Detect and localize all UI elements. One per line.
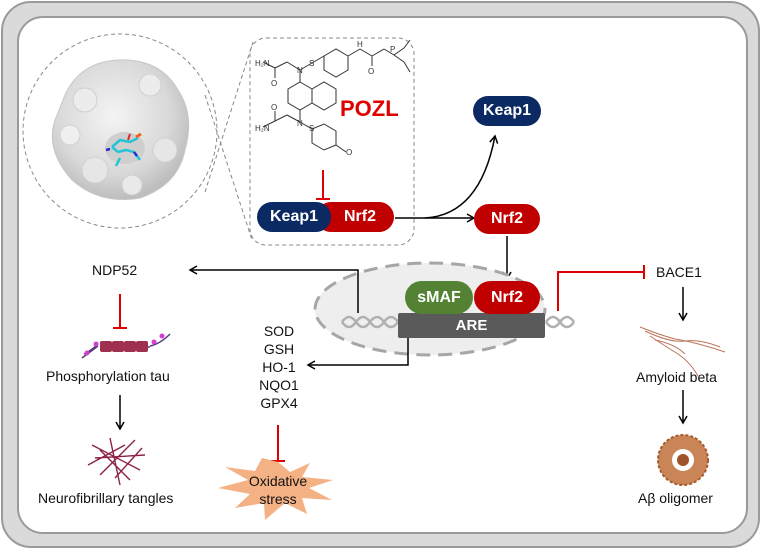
phosphorylated-tau-icon — [81, 333, 171, 359]
svg-text:P: P — [390, 45, 395, 54]
svg-text:N: N — [297, 66, 303, 75]
smaf-label: sMAF — [417, 288, 461, 306]
abeta-oligomer-label: Aβ oligomer — [638, 490, 713, 506]
oxidative-stress-burst — [218, 458, 333, 520]
complex-keap1-pill: Keap1 — [257, 202, 331, 232]
nucleus-nrf2-pill: Nrf2 — [474, 281, 540, 314]
amyloid-beta-label: Amyloid beta — [636, 369, 717, 385]
keap1-protein-surface-icon — [51, 59, 190, 201]
enzyme-gpx4: GPX4 — [260, 395, 298, 411]
smaf-pill: sMAF — [405, 281, 473, 314]
complex-nrf2-label: Nrf2 — [343, 208, 376, 225]
svg-text:S: S — [309, 124, 314, 133]
released-keap1-pill: Keap1 — [473, 96, 541, 126]
svg-text:H: H — [357, 40, 363, 49]
are-element: ARE — [398, 313, 545, 338]
svg-text:O: O — [271, 103, 277, 112]
pozl-label: POZL — [340, 96, 399, 121]
pozl-structure-icon — [262, 39, 411, 153]
complex-keap1-label: Keap1 — [269, 208, 319, 225]
oxidative-stress-line2: stress — [259, 491, 297, 507]
amyloid-beta-fibrils-icon — [639, 326, 726, 377]
svg-text:O: O — [346, 148, 352, 157]
dna-helix-icon — [340, 315, 576, 329]
enzyme-gsh: GSH — [263, 341, 295, 357]
neurofibrillary-tangles-icon — [87, 437, 146, 486]
nucleus-nrf2-label: Nrf2 — [490, 288, 523, 306]
svg-text:H₂N: H₂N — [255, 59, 270, 68]
svg-text:H₂N: H₂N — [255, 124, 270, 133]
compound-zoom-box — [249, 37, 415, 246]
released-nrf2-label: Nrf2 — [490, 210, 523, 227]
released-keap1-label: Keap1 — [482, 102, 532, 119]
enzyme-nqo1: NQO1 — [259, 377, 299, 393]
svg-text:S: S — [309, 59, 314, 68]
complex-nrf2-pill: Nrf2 — [316, 202, 394, 232]
phosphorylation-tau-label: Phosphorylation tau — [46, 368, 170, 384]
enzyme-ho-1: HO-1 — [262, 359, 296, 375]
bace1-label: BACE1 — [656, 264, 702, 280]
antioxidant-enzyme-list: SOD GSH HO-1 NQO1 GPX4 — [255, 322, 303, 412]
svg-text:O: O — [271, 79, 277, 88]
svg-text:O: O — [368, 67, 374, 76]
ndp52-label: NDP52 — [92, 262, 138, 278]
svg-text:N: N — [297, 119, 303, 128]
oxidative-stress-line1: Oxidative — [248, 473, 308, 489]
oxidative-stress-label: Oxidative stress — [238, 472, 318, 508]
enzyme-sod: SOD — [263, 323, 295, 339]
released-nrf2-pill: Nrf2 — [474, 204, 540, 234]
neurofibrillary-tangles-label: Neurofibrillary tangles — [38, 490, 174, 506]
abeta-oligomer-icon — [657, 434, 709, 486]
are-label: ARE — [455, 317, 488, 334]
